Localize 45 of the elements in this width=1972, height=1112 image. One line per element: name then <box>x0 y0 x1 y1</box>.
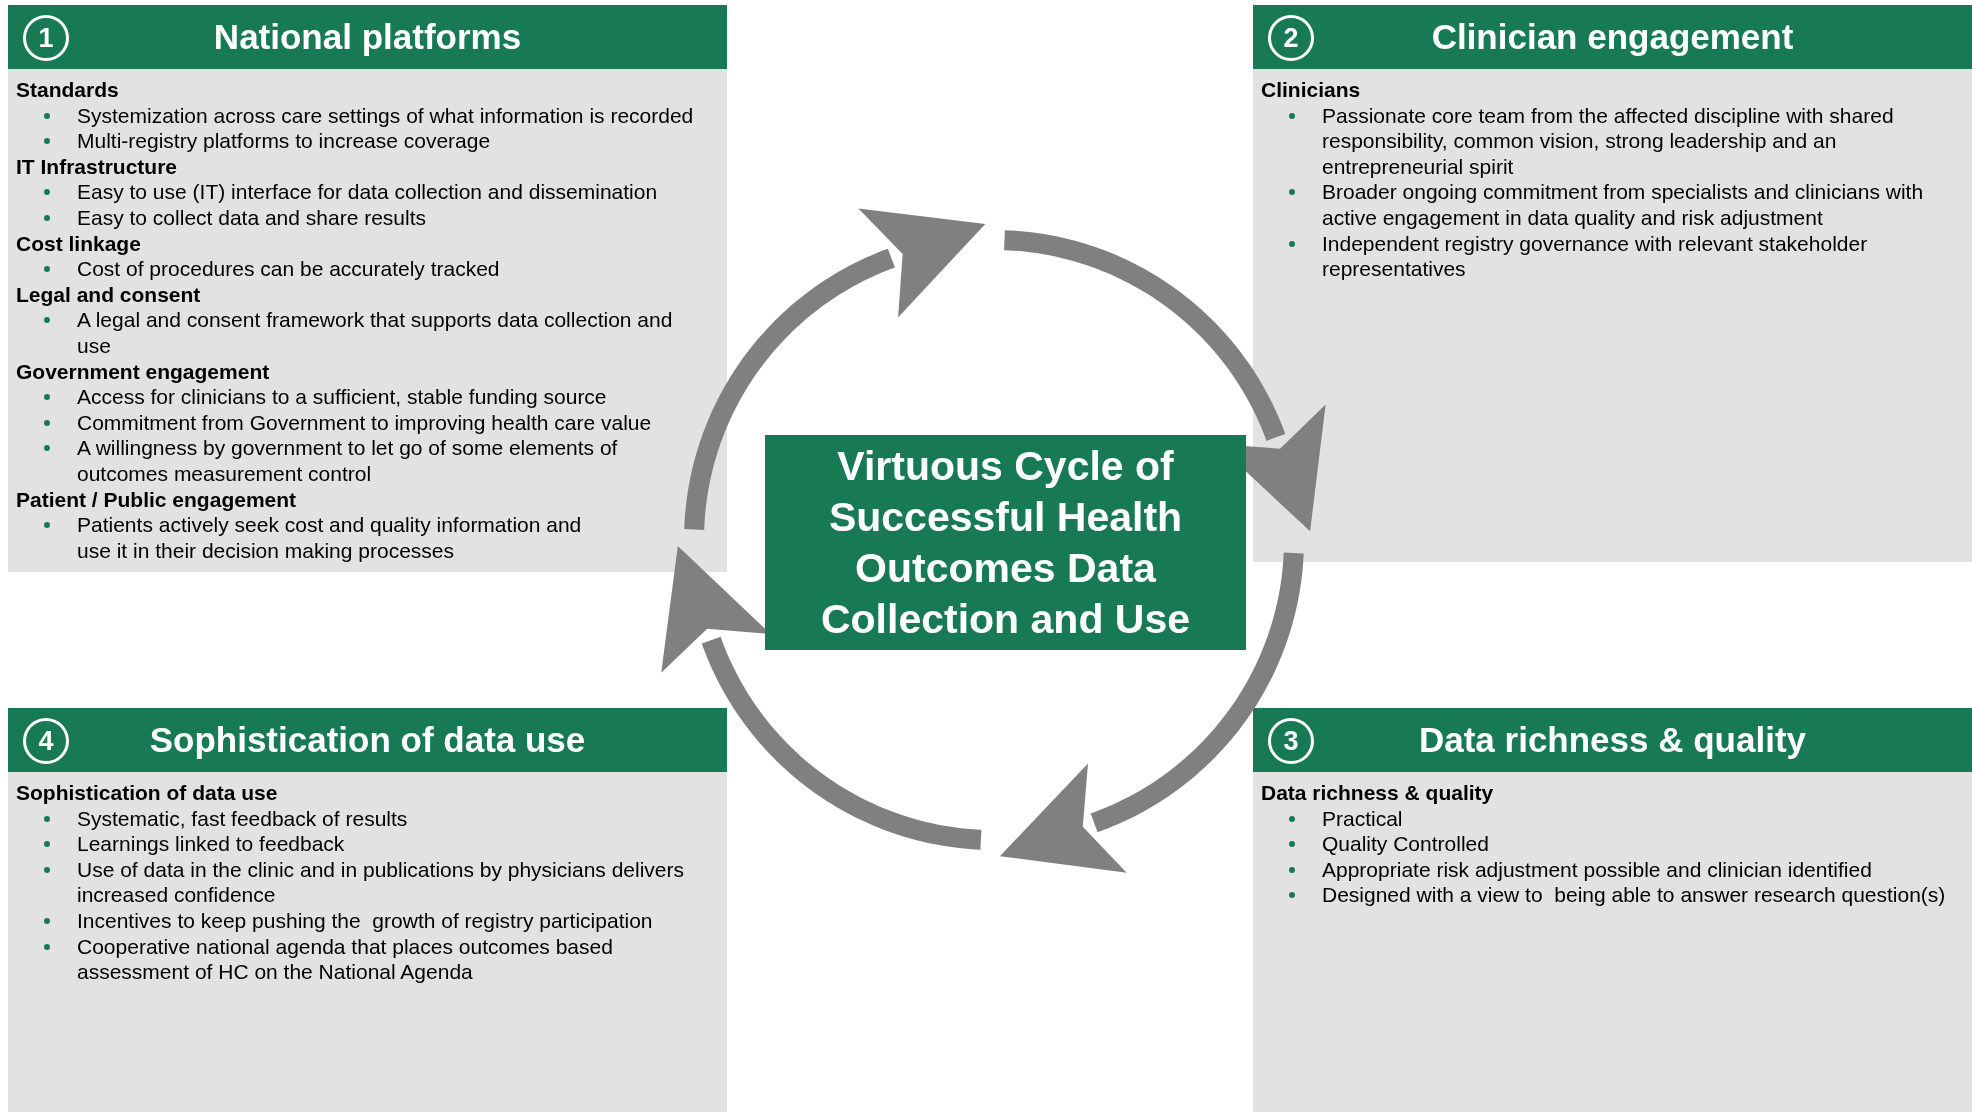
bullet-item: Cooperative national agenda that places outcomes based assessment of HC on the National Agenda <box>16 933 637 985</box>
bullet-item: Independent registry governance with relevant stakeholder representatives <box>1261 230 1947 282</box>
section-heading: Patient / Public engagement <box>16 486 297 513</box>
panel-card <box>1253 5 1972 562</box>
bullet-item: Quality Controlled <box>1261 831 1967 857</box>
bullet-item: Easy to use (IT) interface for data collection and dissemination <box>16 179 717 205</box>
bullet-item: Cost of procedures can be accurately tracked <box>16 256 717 282</box>
bullet-item: Appropriate risk adjustment possible and clinician identified <box>1261 856 1967 883</box>
bullet-item: Multi-registry platforms to increase coverage <box>16 128 717 154</box>
bullet-item: Easy to collect data and share results <box>16 204 717 231</box>
bullet-item: Broader ongoing commitment from specialists and clinicians with active engagement in data quality and risk adjustment <box>1261 179 1947 231</box>
bullet-item: Commitment from Government to improving health care value <box>16 409 717 436</box>
center-title: Virtuous Cycle of Successful Health Outcomes Data Collection and Use <box>819 441 1192 644</box>
step-number: 4 <box>23 718 69 764</box>
bullet-item: Use of data in the clinic and in publications by physicians delivers increased confidence <box>16 856 717 908</box>
bullet-item: Patients actively seek cost and quality information and use it in their decision making processes <box>16 512 602 564</box>
panel-title: Data richness & quality <box>1418 719 1807 761</box>
section-heading: Standards <box>16 77 119 103</box>
section-heading: Sophistication of data use <box>16 780 278 806</box>
section-heading: Government engagement <box>16 358 270 385</box>
bullet-item: Practical <box>1261 805 1967 832</box>
bullet-item: A willingness by government to let go of some elements of outcomes measurement control <box>16 435 642 487</box>
panel-card <box>8 708 727 1112</box>
section-heading: IT Infrastructure <box>16 153 178 180</box>
bullet-item: A legal and consent framework that supports data collection and use <box>16 307 697 359</box>
panel-title: National platforms <box>213 16 522 58</box>
section-heading: Clinicians <box>1261 77 1361 103</box>
panel-title: Sophistication of data use <box>149 719 586 761</box>
section-heading: Legal and consent <box>16 281 201 308</box>
step-number: 3 <box>1268 718 1314 764</box>
bullet-item: Designed with a view to being able to answer research question(s) <box>1261 882 1967 908</box>
bullet-item: Learnings linked to feedback <box>16 831 717 857</box>
bullet-item: Systematic, fast feedback of results <box>16 805 717 832</box>
step-number: 1 <box>23 15 69 61</box>
panel-title: Clinician engagement <box>1431 16 1794 58</box>
center-box <box>765 435 1246 650</box>
bullet-item: Systemization across care settings of what information is recorded <box>16 102 717 129</box>
step-number: 2 <box>1268 15 1314 61</box>
bullet-item: Access for clinicians to a sufficient, stable funding source <box>16 384 717 410</box>
section-heading: Cost linkage <box>16 230 141 257</box>
panel-card <box>1253 708 1972 1112</box>
bullet-item: Passionate core team from the affected discipline with shared responsibility, common vision, strong leadership and an entrepreneurial spirit <box>1261 102 1947 180</box>
section-heading: Data richness & quality <box>1261 780 1494 806</box>
bullet-item: Incentives to keep pushing the growth of registry participation <box>16 907 717 934</box>
panel-card <box>8 5 727 572</box>
